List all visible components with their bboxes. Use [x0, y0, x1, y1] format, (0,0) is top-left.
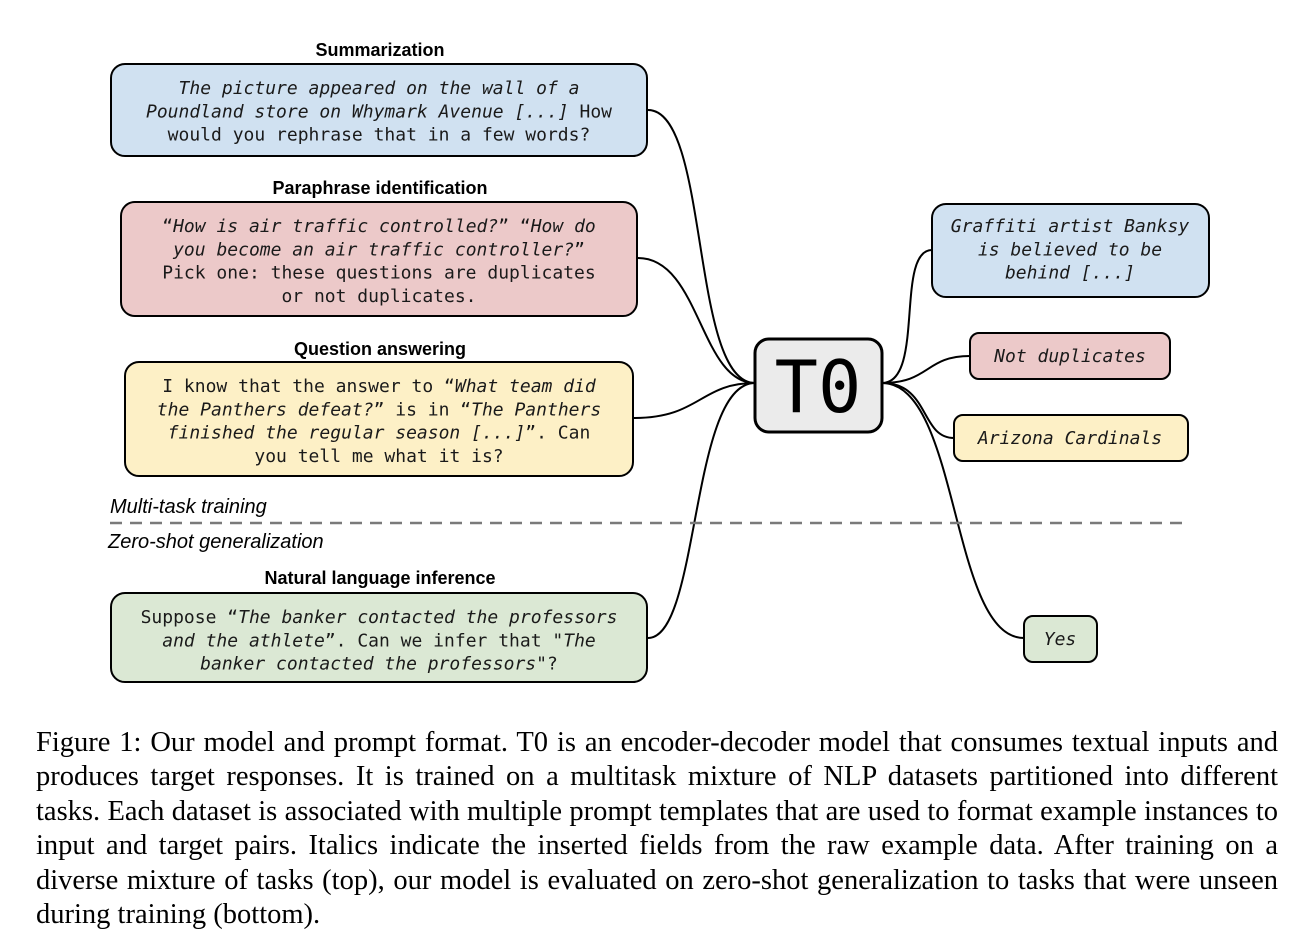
- training-section-label: Multi-task training: [110, 496, 267, 518]
- text-line: The picture appeared on the wall of a: [179, 78, 580, 99]
- template-text: ”. Can we infer that ": [325, 630, 563, 651]
- text-line: would you rephrase that in a few words?: [168, 125, 591, 146]
- output-text-paraphrase: Not duplicates: [993, 346, 1146, 367]
- template-text: “: [162, 216, 173, 237]
- task-label-summarization: Summarization: [315, 40, 444, 60]
- connector-output-1: [881, 249, 933, 384]
- text-line: Suppose “The banker contacted the profes…: [141, 607, 618, 628]
- input-box-nli: [110, 592, 648, 683]
- text-line: “How is air traffic controlled?” “How do: [162, 216, 596, 237]
- text-line: Poundland store on Whymark Avenue [...] …: [146, 101, 612, 122]
- output-text-nli: Yes: [1044, 629, 1077, 650]
- inserted-field: you become an air traffic controller?: [172, 239, 574, 260]
- template-text: ”: [574, 239, 585, 260]
- task-label-nli: Natural language inference: [264, 568, 495, 588]
- text-line: Pick one: these questions are duplicates: [162, 263, 595, 284]
- inserted-field: Poundland store on Whymark Avenue [...]: [146, 101, 569, 122]
- inserted-field: What team did: [455, 376, 597, 397]
- template-text: How: [569, 101, 613, 122]
- inserted-field: How is air traffic controlled?: [172, 216, 498, 237]
- text-line: Yes: [1044, 629, 1077, 650]
- inserted-field: The: [563, 630, 596, 651]
- inserted-field: How do: [530, 216, 596, 237]
- text-line: is believed to be: [978, 239, 1162, 260]
- template-text: or not duplicates.: [281, 286, 476, 307]
- inserted-field: The banker contacted the professors: [238, 607, 617, 628]
- input-box-qa: [124, 361, 634, 477]
- model-name: T0: [775, 345, 862, 429]
- template-text: I know that the answer to “: [162, 376, 455, 397]
- connector-paraphrase: [637, 257, 756, 384]
- task-label-qa: Question answering: [294, 339, 466, 359]
- text-line: Graffiti artist Banksy: [951, 216, 1190, 237]
- template-text: ” is in “: [374, 399, 472, 420]
- inserted-field: and the athlete: [162, 630, 325, 651]
- text-line: or not duplicates.: [281, 286, 476, 307]
- text-line: Not duplicates: [993, 346, 1146, 367]
- inserted-field: the Panthers defeat?: [157, 399, 374, 420]
- template-text: "?: [536, 654, 558, 675]
- inserted-field: finished the regular season [...]: [168, 423, 526, 444]
- input-text-paraphrase: “How is air traffic controlled?” “How do…: [162, 216, 596, 307]
- connector-qa: [633, 382, 756, 419]
- connector-output-3: [881, 382, 955, 439]
- input-box-summarization: [110, 63, 648, 157]
- connector-summarization: [647, 109, 756, 384]
- template-text: Suppose “: [141, 607, 239, 628]
- template-text: would you rephrase that in a few words?: [168, 125, 591, 146]
- task-label-paraphrase: Paraphrase identification: [272, 178, 487, 198]
- text-line: I know that the answer to “What team did: [162, 376, 597, 397]
- connector-output-2: [881, 355, 971, 384]
- input-text-nli: Suppose “The banker contacted the profes…: [141, 607, 618, 675]
- figure-caption: Figure 1: Our model and prompt format. T…: [36, 727, 1278, 931]
- input-text-qa: I know that the answer to “What team did…: [157, 376, 601, 467]
- text-line: finished the regular season [...]”. Can: [168, 423, 591, 444]
- template-text: ” “: [498, 216, 531, 237]
- output-box-summarization: [931, 203, 1210, 298]
- text-line: Arizona Cardinals: [977, 428, 1162, 449]
- text-line: you become an air traffic controller?”: [172, 239, 585, 260]
- inserted-field: The Panthers: [471, 399, 601, 420]
- inserted-field: banker contacted the professors: [200, 654, 536, 675]
- output-box-nli: [1023, 615, 1098, 663]
- output-box-paraphrase: [969, 332, 1171, 380]
- template-text: Pick one: these questions are duplicates: [162, 263, 595, 284]
- template-text: ”. Can: [525, 423, 590, 444]
- text-line: behind [...]: [1005, 263, 1135, 284]
- text-line: and the athlete”. Can we infer that "The: [162, 630, 596, 651]
- input-box-paraphrase: [120, 201, 638, 317]
- connector-output-4: [881, 382, 1025, 639]
- figure-diagram: Multi-task training Zero-shot generaliza…: [107, 40, 1210, 683]
- model-box: [753, 337, 884, 434]
- connector-nli: [647, 382, 756, 639]
- template-text: you tell me what it is?: [254, 446, 503, 467]
- output-text-qa: Arizona Cardinals: [977, 428, 1162, 449]
- text-line: the Panthers defeat?” is in “The Panther…: [157, 399, 601, 420]
- zero-shot-section-label: Zero-shot generalization: [107, 531, 324, 553]
- text-line: banker contacted the professors"?: [200, 654, 558, 675]
- text-line: you tell me what it is?: [254, 446, 503, 467]
- inserted-field: The picture appeared on the wall of a: [179, 78, 580, 99]
- output-box-qa: [953, 414, 1189, 462]
